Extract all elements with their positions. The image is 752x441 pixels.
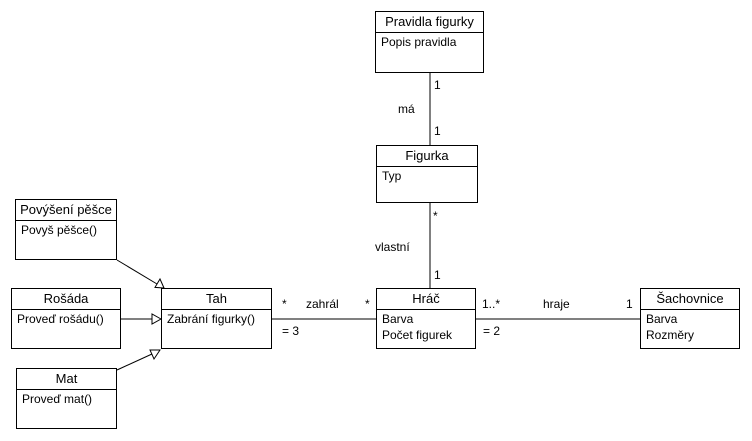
class-povyseni-pesce: Povýšení pěšce Povyš pěšce() xyxy=(15,199,117,260)
class-tah: Tah Zabrání figurky() xyxy=(161,288,272,349)
multiplicity-hrac-zahral-end: * xyxy=(365,297,370,311)
class-name: Rošáda xyxy=(12,289,120,310)
class-name: Mat xyxy=(17,369,116,390)
class-attribute: Typ xyxy=(382,169,402,183)
generalization-arrowhead-povyseni xyxy=(154,277,165,289)
class-members: Barva Počet figurek xyxy=(377,310,475,343)
class-members: Proveď mat() xyxy=(17,390,116,407)
class-figurka: Figurka Typ xyxy=(376,145,478,203)
multiplicity-sachovnice-end: 1 xyxy=(626,297,633,311)
generalization-arrowhead-rosada xyxy=(151,313,163,325)
class-members: Popis pravidla xyxy=(376,33,483,50)
class-attribute: Popis pravidla xyxy=(381,35,457,49)
class-name: Povýšení pěšce xyxy=(16,200,116,221)
class-members: Typ xyxy=(377,167,477,184)
class-operation: Proveď rošádu() xyxy=(17,312,104,326)
class-name: Pravidla figurky xyxy=(376,12,483,33)
multiplicity-hrac-hraje-end: 1..* xyxy=(482,297,501,311)
association-label-ma: má xyxy=(398,102,415,116)
multiplicity-tah-end: * xyxy=(282,297,287,311)
multiplicity-pravidla-end: 1 xyxy=(434,78,441,92)
association-label-zahral: zahrál xyxy=(306,297,339,311)
class-name: Tah xyxy=(162,289,271,310)
class-name: Hráč xyxy=(377,289,475,310)
constraint-hrac-end: = 2 xyxy=(483,324,501,338)
class-sachovnice: Šachovnice Barva Rozměry xyxy=(640,288,740,349)
generalization-line-povyseni xyxy=(116,259,158,285)
class-operation: Proveď mat() xyxy=(22,392,93,406)
class-members: Zabrání figurky() xyxy=(162,310,271,327)
multiplicity-figurka-owned-end: * xyxy=(433,209,438,223)
class-operation: Povyš pěšce() xyxy=(21,223,98,237)
class-members: Povyš pěšce() xyxy=(16,221,116,238)
class-hrac: Hráč Barva Počet figurek xyxy=(376,288,476,349)
class-attribute: Rozměry xyxy=(646,328,695,342)
generalization-line-mat xyxy=(116,353,153,371)
multiplicity-figurka-end: 1 xyxy=(434,124,441,138)
class-members: Proveď rošádu() xyxy=(12,310,120,327)
class-mat: Mat Proveď mat() xyxy=(16,368,117,429)
multiplicity-hrac-owner-end: 1 xyxy=(434,268,441,282)
class-rosada: Rošáda Proveď rošádu() xyxy=(11,288,121,349)
association-label-vlastni: vlastní xyxy=(375,240,410,254)
class-members: Barva Rozměry xyxy=(641,310,739,343)
class-name: Figurka xyxy=(377,146,477,167)
class-attribute: Barva xyxy=(382,312,414,326)
class-pravidla-figurky: Pravidla figurky Popis pravidla xyxy=(375,11,484,73)
class-operation: Zabrání figurky() xyxy=(167,312,256,326)
generalization-arrowhead-mat xyxy=(149,349,161,361)
class-attribute: Počet figurek xyxy=(382,328,453,342)
constraint-tah-end: = 3 xyxy=(282,324,300,338)
class-name: Šachovnice xyxy=(641,289,739,310)
association-label-hraje: hraje xyxy=(543,297,570,311)
class-attribute: Barva xyxy=(646,312,678,326)
